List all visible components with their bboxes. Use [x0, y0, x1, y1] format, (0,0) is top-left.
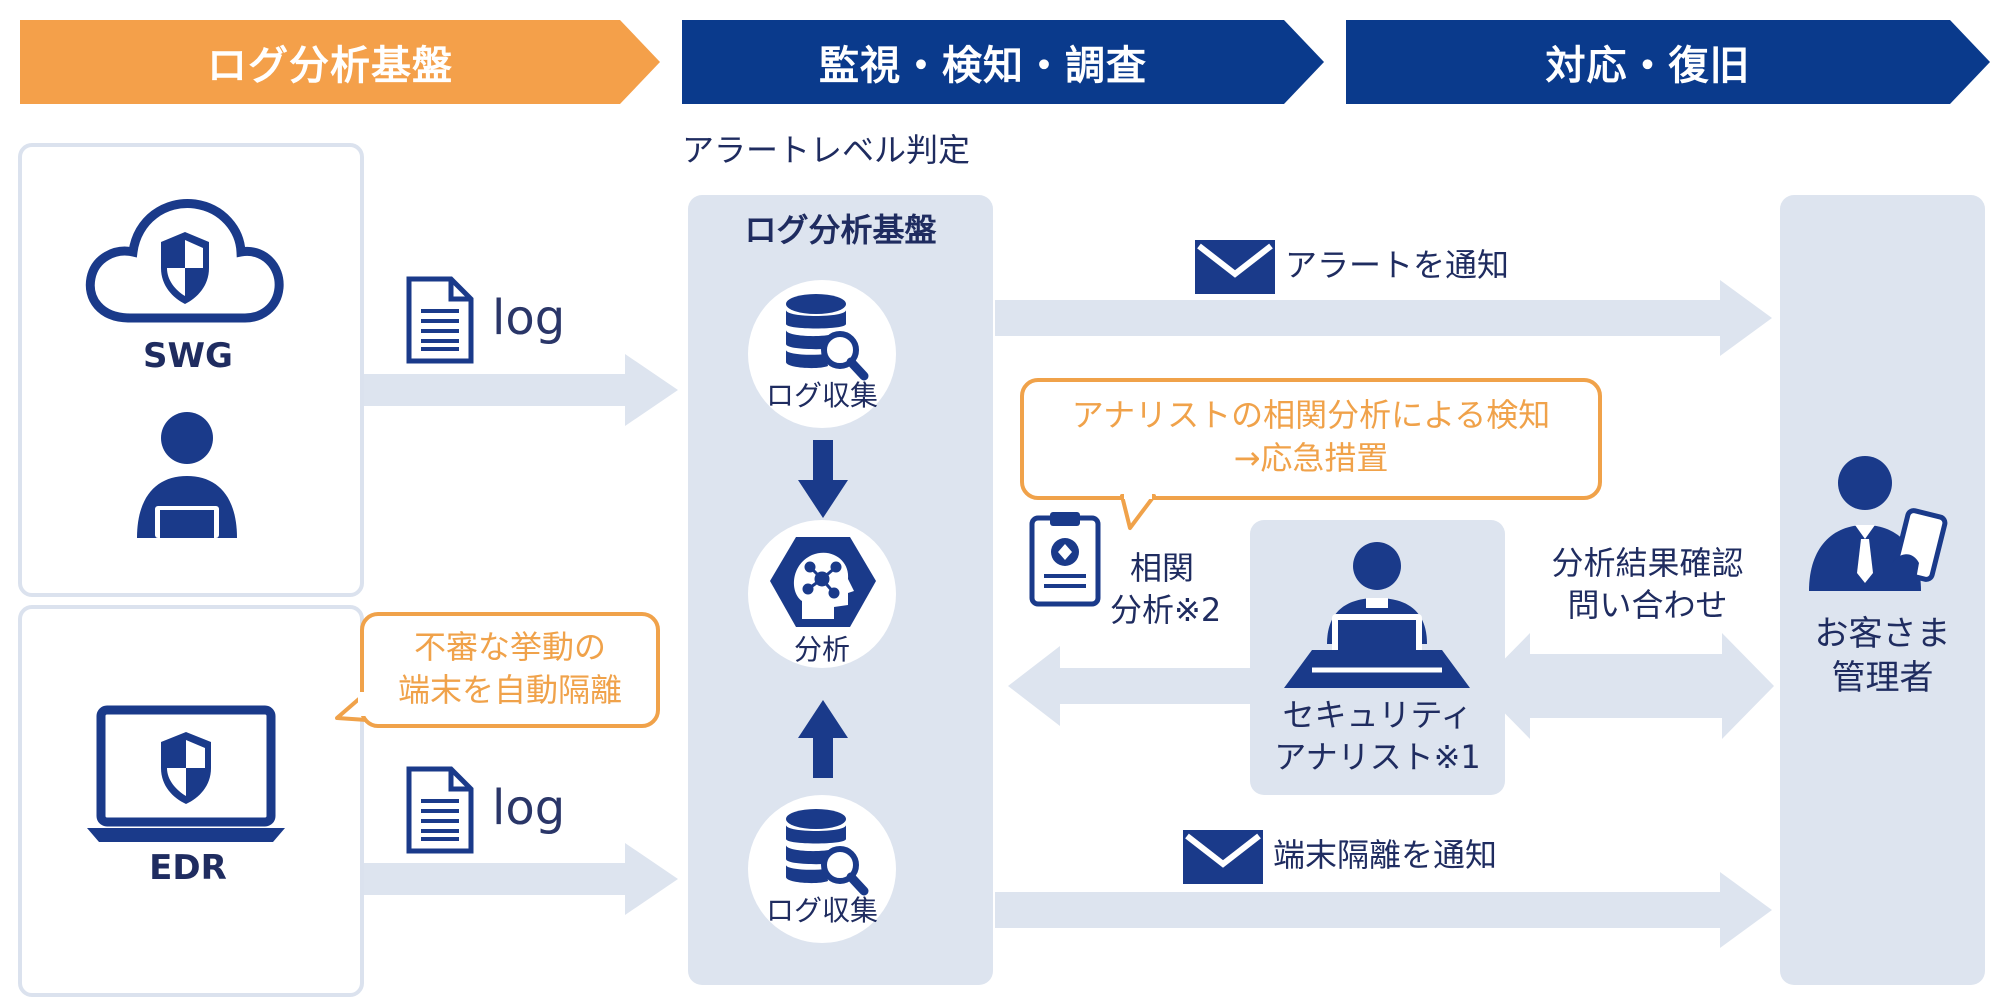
- arrow-up-icon: [798, 700, 848, 778]
- edr-bubble-line2: 端末を自動隔離: [397, 671, 622, 710]
- arrow-edr-to-platform: [358, 843, 678, 915]
- analyst-bubble-line1: アナリストの相関分析による検知: [1071, 396, 1551, 434]
- customer-line2: 管理者: [1831, 658, 1934, 699]
- log-collect-bottom-label: ログ収集: [765, 894, 878, 927]
- ai-brain-icon: [770, 537, 876, 627]
- inquiry-line1: 分析結果確認: [1551, 544, 1744, 582]
- platform-title: ログ分析基盤: [744, 211, 937, 249]
- correlation-line2: 分析※2: [1110, 590, 1222, 629]
- businessperson-phone-icon: [1809, 456, 1948, 591]
- step-log-platform: ログ分析基盤: [207, 43, 453, 89]
- analyst-line2: アナリスト※1: [1274, 737, 1481, 776]
- arrow-correlation: [1008, 646, 1250, 726]
- correlation-label: 相関 分析※2: [1110, 548, 1221, 631]
- log-label-swg: log: [492, 290, 566, 346]
- inquiry-label: 分析結果確認 問い合わせ: [1510, 543, 1785, 626]
- analysis-label: 分析: [793, 633, 850, 666]
- edr-isolation-bubble: 不審な挙動の 端末を自動隔離: [360, 612, 660, 728]
- analyst-desk-icon: [1284, 542, 1470, 688]
- header-chevrons: [20, 20, 1990, 104]
- swg-label: SWG: [143, 336, 233, 376]
- database-search-icon: [786, 809, 869, 896]
- customer-label: お客さま 管理者: [1780, 612, 1985, 700]
- analyst-label: セキュリティ アナリスト※1: [1250, 695, 1505, 778]
- analyst-bubble-line2: →応急措置: [1233, 439, 1389, 478]
- step-response: 対応・復旧: [1545, 43, 1751, 89]
- mail-icon: [1195, 240, 1275, 294]
- edr-bubble-tail-mask: [358, 692, 366, 716]
- clipboard-icon: [1029, 512, 1101, 607]
- log-label-edr: log: [492, 780, 566, 836]
- analyst-detection-bubble: アナリストの相関分析による検知 →応急措置: [1020, 378, 1602, 500]
- document-icon: [406, 276, 474, 364]
- customer-line1: お客さま: [1814, 614, 1951, 654]
- database-search-icon: [786, 294, 869, 381]
- edr-label: EDR: [149, 848, 227, 888]
- mail-icon: [1183, 830, 1263, 884]
- alert-notify-label: アラートを通知: [1285, 246, 1510, 284]
- arrow-inquiry: [1478, 633, 1774, 739]
- inquiry-line2: 問い合わせ: [1567, 585, 1728, 624]
- step-monitoring: 監視・検知・調査: [819, 43, 1147, 89]
- isolation-notify-label: 端末隔離を通知: [1273, 836, 1498, 874]
- analyst-bubble-tail: [1120, 494, 1156, 530]
- arrow-alert: [995, 280, 1772, 356]
- arrow-isolation: [995, 872, 1772, 948]
- arrow-down-icon: [798, 440, 848, 518]
- correlation-line1: 相関: [1130, 549, 1195, 587]
- user-pc-icon: [137, 412, 237, 538]
- laptop-shield-icon: [87, 705, 285, 842]
- log-collect-top-label: ログ収集: [765, 379, 878, 412]
- edr-bubble-line1: 不審な挙動の: [413, 628, 606, 666]
- arrow-swg-to-platform: [358, 354, 678, 426]
- analyst-line1: セキュリティ: [1282, 696, 1473, 734]
- alert-level-label: アラートレベル判定: [682, 131, 971, 169]
- cloud-shield-icon: [85, 199, 284, 323]
- document-icon: [406, 766, 474, 854]
